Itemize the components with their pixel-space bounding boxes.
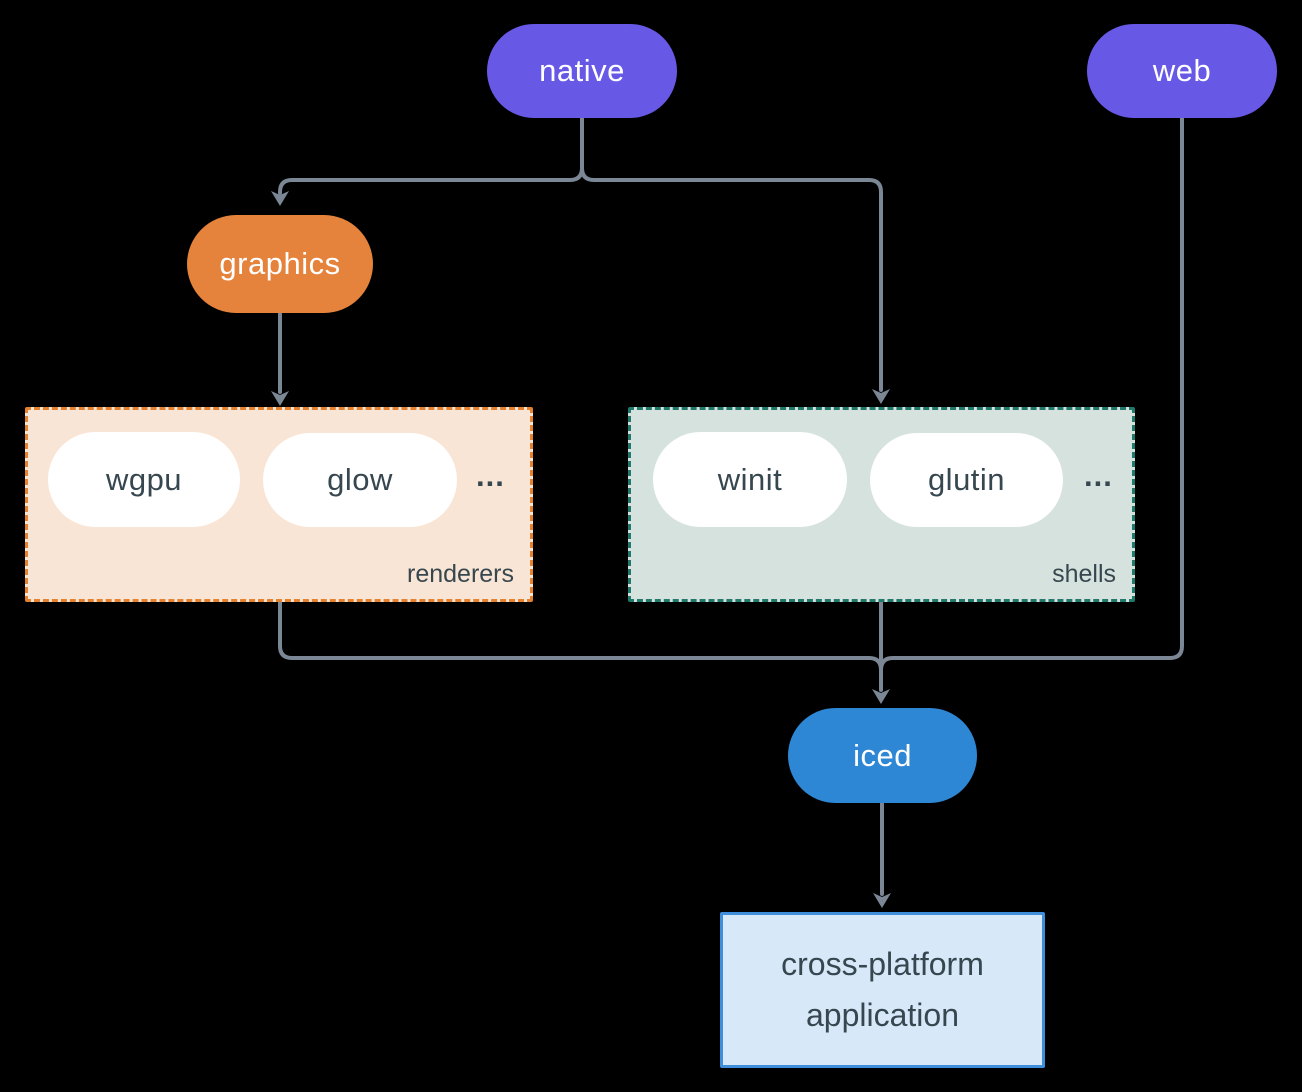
node-glutin: glutin (870, 433, 1063, 527)
node-iced-label: iced (853, 737, 912, 773)
node-native-label: native (539, 53, 625, 88)
node-native: native (487, 24, 677, 118)
arrowhead-renderers (271, 391, 289, 406)
arrowhead-application (873, 893, 891, 908)
node-web-label: web (1152, 53, 1212, 88)
node-graphics-label: graphics (219, 246, 341, 281)
group-shells-label: shells (1052, 560, 1116, 588)
shells-ellipsis: ... (1084, 458, 1113, 493)
arrowhead-shells (872, 389, 890, 404)
node-graphics: graphics (187, 215, 373, 313)
arrowhead-graphics (271, 191, 289, 206)
node-winit: winit (653, 432, 847, 527)
node-winit-label: winit (717, 461, 783, 497)
connector-native-shells (580, 116, 883, 392)
connector-native-graphics (278, 116, 584, 195)
node-web: web (1087, 24, 1277, 118)
connector-renderers-merge (278, 600, 883, 672)
node-glow: glow (263, 433, 457, 527)
node-glutin-label: glutin (927, 462, 1006, 497)
renderers-ellipsis: ... (476, 458, 505, 493)
node-iced: iced (788, 708, 977, 803)
node-application-label: cross-platform application (781, 945, 984, 1033)
node-cross-platform-application: cross-platform application (720, 912, 1045, 1068)
group-renderers-label: renderers (407, 560, 514, 588)
node-wgpu-label: wgpu (105, 461, 183, 497)
node-glow-label: glow (327, 462, 393, 497)
arrowhead-iced (872, 689, 890, 704)
node-wgpu: wgpu (48, 432, 240, 527)
